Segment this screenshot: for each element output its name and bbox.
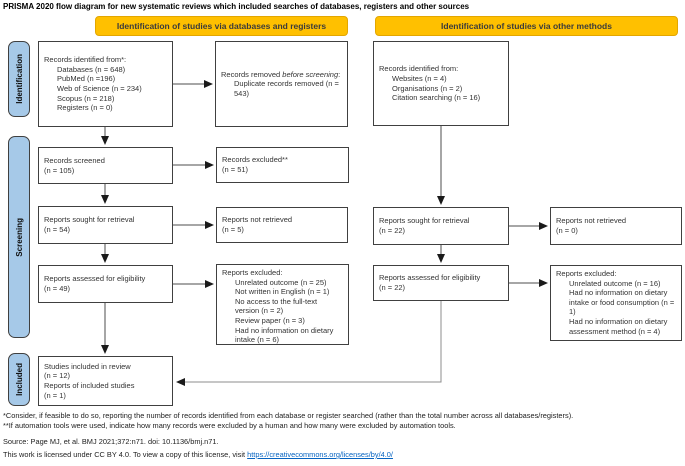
box-records-screened: Records screened (n = 105)	[38, 147, 173, 184]
box-reports-excluded-databases: Reports excluded: Unrelated outcome (n =…	[216, 264, 349, 345]
box-studies-included: Studies included in review (n = 12) Repo…	[38, 356, 173, 406]
stage-label-text: Identification	[14, 54, 24, 104]
footnote-asterisk: *Consider, if feasible to do so, reporti…	[3, 411, 574, 420]
box-line: Records identified from*:	[44, 55, 127, 65]
box-line: Databases (n = 648)	[57, 64, 126, 74]
box-line: Reports sought for retrieval	[379, 216, 470, 226]
box-records-identified-databases: Records identified from*: Databases (n =…	[38, 41, 173, 127]
box-line: Had no information on dietary intake (n …	[235, 325, 334, 345]
box-line: (n = 12)	[44, 371, 71, 381]
box-line: (n = 105)	[44, 165, 75, 175]
stage-label-included: Included	[8, 353, 30, 406]
box-line: Records removed before screening:	[221, 69, 341, 79]
box-line: Reports assessed for eligibility	[44, 274, 146, 284]
box-line: Reports not retrieved	[222, 215, 293, 225]
box-line: Reports not retrieved	[556, 216, 627, 226]
column-header-other-methods: Identification of studies via other meth…	[375, 16, 678, 36]
box-line: Reports excluded:	[556, 269, 617, 278]
box-line: (n = 51)	[222, 165, 249, 174]
footnote-double-asterisk: **If automation tools were used, indicat…	[3, 421, 456, 430]
box-reports-sought-other: Reports sought for retrieval (n = 22)	[373, 207, 509, 245]
box-line: Organisations (n = 2)	[392, 83, 463, 93]
stage-label-screening: Screening	[8, 136, 30, 338]
box-records-identified-other-methods: Records identified from: Websites (n = 4…	[373, 41, 509, 126]
page-title: PRISMA 2020 flow diagram for new systema…	[3, 2, 470, 11]
column-header-databases-registers: Identification of studies via databases …	[95, 16, 348, 36]
box-line: Citation searching (n = 16)	[392, 93, 481, 103]
box-line: Records excluded**	[222, 155, 288, 165]
box-line: Web of Science (n = 234)	[57, 84, 142, 93]
box-line: Had no information on dietary assessment…	[569, 316, 668, 336]
box-reports-sought-databases: Reports sought for retrieval (n = 54)	[38, 206, 173, 244]
box-line: Reports assessed for eligibility	[379, 273, 481, 283]
box-records-excluded: Records excluded** (n = 51)	[216, 147, 349, 183]
stage-label-identification: Identification	[8, 41, 30, 117]
box-line: Registers (n = 0)	[57, 103, 113, 113]
box-line: No access to the full-text version (n = …	[235, 296, 318, 316]
box-line: Not written in English (n = 1)	[235, 287, 330, 297]
box-line: Duplicate records removed (n = 543)	[234, 79, 339, 98]
box-line: (n = 22)	[379, 226, 406, 235]
box-line: Reports sought for retrieval	[44, 215, 135, 225]
box-line: (n = 5)	[222, 225, 244, 234]
box-line: Reports excluded:	[222, 268, 283, 277]
box-line: PubMed (n =196)	[57, 74, 116, 84]
stage-label-text: Included	[14, 363, 24, 396]
box-line: Had no information on dietary intake or …	[569, 288, 675, 317]
box-reports-assessed-other: Reports assessed for eligibility (n = 22…	[373, 265, 509, 301]
source-citation: Source: Page MJ, et al. BMJ 2021;372:n71…	[3, 437, 219, 446]
box-reports-not-retrieved-databases: Reports not retrieved (n = 5)	[216, 207, 348, 243]
box-line: Records identified from:	[379, 64, 459, 74]
box-records-removed-before-screening: Records removed before screening: Duplic…	[215, 41, 348, 127]
box-line: Scopus (n = 218)	[57, 93, 115, 103]
license-statement: This work is licensed under CC BY 4.0. T…	[3, 450, 393, 459]
box-line: (n = 1)	[44, 390, 66, 400]
stage-label-text: Screening	[14, 217, 24, 257]
box-line: Review paper (n = 3)	[235, 315, 305, 325]
box-line: (n = 0)	[556, 226, 578, 235]
box-reports-assessed-databases: Reports assessed for eligibility (n = 49…	[38, 265, 173, 303]
box-line: Websites (n = 4)	[392, 73, 447, 83]
license-text: This work is licensed under CC BY 4.0. T…	[3, 450, 248, 459]
box-reports-excluded-other: Reports excluded: Unrelated outcome (n =…	[550, 265, 682, 341]
box-line: Records screened	[44, 155, 105, 165]
license-link[interactable]: https://creativecommons.org/licenses/by/…	[247, 450, 393, 459]
box-line: Unrelated outcome (n = 16)	[569, 278, 661, 288]
box-line: (n = 54)	[44, 225, 71, 234]
box-line: (n = 22)	[379, 283, 406, 292]
box-line: Reports of included studies	[44, 381, 135, 390]
box-reports-not-retrieved-other: Reports not retrieved (n = 0)	[550, 207, 682, 245]
box-line: Unrelated outcome (n = 25)	[235, 277, 327, 287]
box-line: (n = 49)	[44, 284, 71, 293]
box-line: Studies included in review	[44, 361, 131, 371]
